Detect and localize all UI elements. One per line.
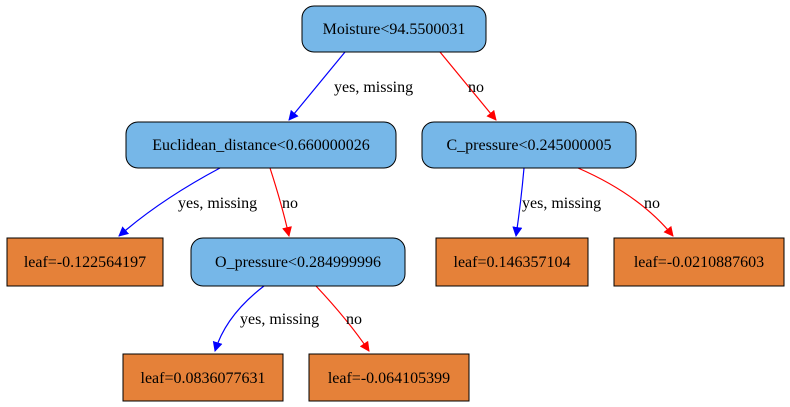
node-euclidean-distance: Euclidean_distance<0.660000026 [125, 121, 397, 169]
edge-root-to-cpress [439, 51, 497, 121]
node-c-pressure-label: C_pressure<0.245000005 [446, 137, 611, 154]
edge-cpress-to-leaf5 [577, 167, 674, 237]
leaf-node-5-label: leaf=-0.0210887603 [634, 254, 764, 271]
edge-root-to-euclid [288, 51, 346, 121]
edge-label-euclid-opress: no [282, 195, 298, 212]
edge-euclid-to-opress [269, 167, 292, 237]
edge-label-root-cpress: no [468, 79, 484, 96]
edge-label-euclid-leaf1: yes, missing [178, 195, 257, 212]
leaf-node-2-label: leaf=0.0836077631 [141, 370, 266, 387]
leaf-node-2: leaf=0.0836077631 [122, 353, 284, 402]
edge-cpress-to-leaf4 [512, 167, 525, 237]
edge-label-opress-leaf3: no [346, 311, 362, 328]
leaf-node-3-label: leaf=-0.064105399 [328, 370, 450, 387]
edge-label-cpress-leaf4: yes, missing [522, 195, 601, 212]
leaf-node-4-label: leaf=0.146357104 [454, 254, 571, 271]
node-euclidean-distance-label: Euclidean_distance<0.660000026 [152, 137, 369, 154]
node-o-pressure: O_pressure<0.284999996 [190, 237, 406, 287]
edge-label-opress-leaf2: yes, missing [240, 311, 319, 328]
node-root-label: Moisture<94.5500031 [323, 21, 466, 38]
node-c-pressure: C_pressure<0.245000005 [421, 121, 637, 169]
leaf-node-3: leaf=-0.064105399 [308, 353, 470, 402]
leaf-node-1: leaf=-0.122564197 [6, 237, 164, 287]
node-root: Moisture<94.5500031 [301, 5, 487, 53]
edge-label-root-euclid: yes, missing [334, 79, 413, 96]
leaf-node-5: leaf=-0.0210887603 [613, 237, 785, 287]
edge-label-cpress-leaf5: no [644, 195, 660, 212]
edge-opress-to-leaf3 [315, 285, 370, 352]
leaf-node-1-label: leaf=-0.122564197 [24, 254, 146, 271]
edge-euclid-to-leaf1 [118, 167, 221, 237]
edge-opress-to-leaf2 [212, 285, 265, 352]
node-o-pressure-label: O_pressure<0.284999996 [215, 254, 381, 271]
leaf-node-4: leaf=0.146357104 [435, 237, 589, 287]
